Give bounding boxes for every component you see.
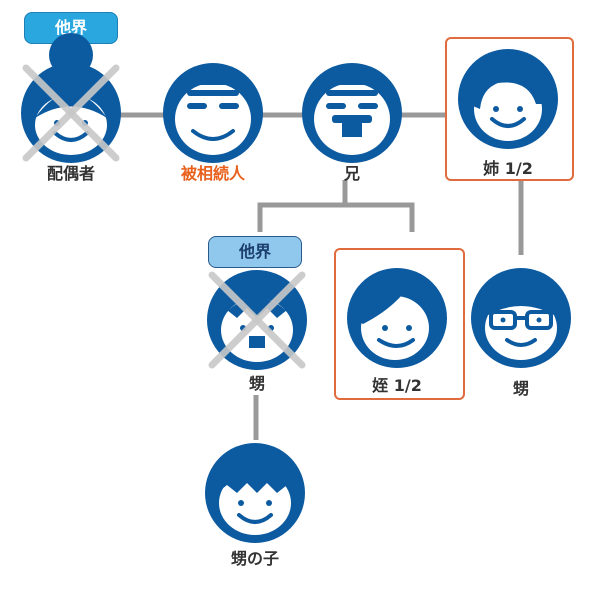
label-grandnephew: 甥の子	[230, 549, 279, 568]
man-mustache-face-icon	[302, 63, 402, 163]
avatar-nephew-deceased	[207, 270, 307, 370]
avatar-nephew-sister	[471, 268, 571, 368]
heir-box-sister	[445, 37, 574, 181]
avatar-grandnephew	[205, 443, 305, 543]
avatar-decedent	[163, 63, 263, 163]
man-face-icon	[163, 63, 263, 163]
heir-box-niece	[334, 248, 465, 400]
boy-glasses-face-icon	[471, 268, 571, 368]
label-spouse: 配偶者	[46, 164, 95, 183]
girl-face-icon	[347, 268, 447, 368]
label-decedent: 被相続人	[180, 164, 245, 183]
avatar-brother	[302, 63, 402, 163]
label-nephew-deceased: 甥	[248, 374, 265, 393]
avatar-spouse	[21, 33, 121, 163]
label-nephew-sister: 甥	[512, 379, 529, 398]
label-niece: 姪 1/2	[372, 376, 422, 395]
avatar-sister	[458, 49, 558, 149]
avatar-niece	[347, 268, 447, 368]
deceased-badge-nephew: 他界	[208, 236, 302, 268]
boy-face-icon	[207, 270, 307, 370]
label-sister: 姉 1/2	[483, 159, 533, 178]
kid-face-icon	[205, 443, 305, 543]
label-brother: 兄	[343, 164, 360, 183]
woman-face-icon	[458, 49, 558, 149]
line-brother-children-bar	[257, 202, 415, 232]
woman-bun-face-icon	[21, 33, 121, 163]
